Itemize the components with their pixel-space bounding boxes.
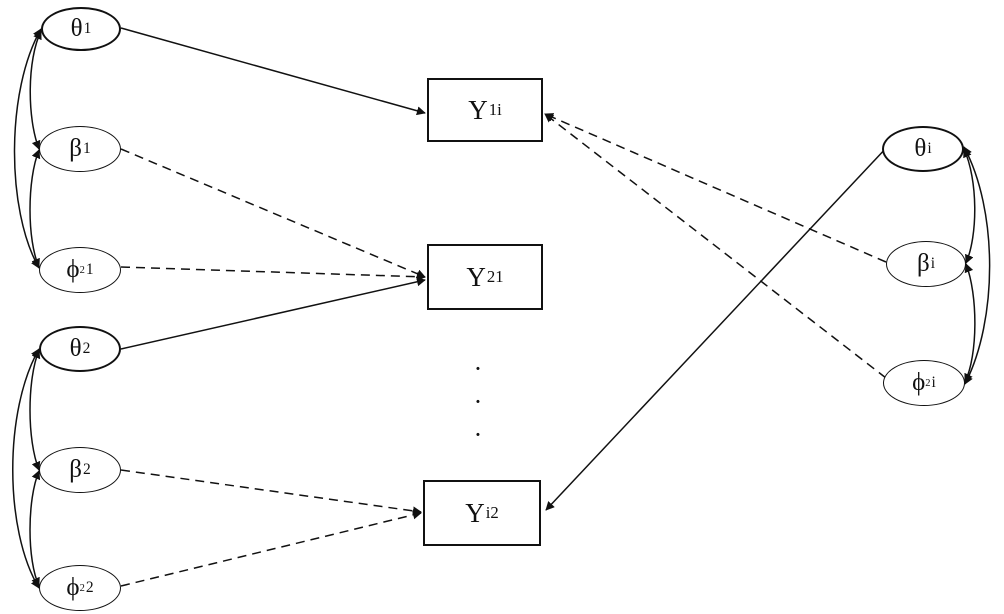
cov-beta2-phi2 bbox=[29, 470, 41, 587]
theta-1-symbol: θ bbox=[70, 15, 83, 42]
beta-i-symbol: β bbox=[916, 250, 930, 277]
cov-theta2-phi2 bbox=[12, 348, 40, 589]
y-i2-symbol: Y bbox=[465, 497, 485, 528]
phi-2-subscript: 2 bbox=[85, 579, 94, 596]
vertical-ellipsis: · · · bbox=[468, 352, 488, 451]
path-phii-to-y1i bbox=[544, 113, 887, 379]
cov-thetai-phii bbox=[963, 146, 991, 385]
phi-1-superscript: 2 bbox=[79, 264, 85, 276]
path-betai-to-y1i bbox=[544, 113, 887, 263]
phi-2-symbol: ϕ bbox=[66, 574, 80, 601]
phi-i-subscript: i bbox=[931, 374, 936, 391]
theta-2-symbol: θ bbox=[69, 335, 82, 362]
beta-i-subscript: i bbox=[930, 255, 936, 272]
phi-i-superscript: 2 bbox=[925, 377, 931, 389]
y-21-subscript: 21 bbox=[486, 267, 504, 286]
path-theta2-to-y21 bbox=[120, 277, 426, 350]
phi-1-subscript: 1 bbox=[85, 261, 94, 278]
path-beta1-to-y21 bbox=[120, 148, 426, 279]
phi-i-symbol: ϕ bbox=[912, 369, 926, 396]
y-i2-subscript: i2 bbox=[485, 503, 499, 522]
phi-2-superscript: 2 bbox=[79, 582, 85, 594]
beta-2-subscript: 2 bbox=[82, 461, 91, 478]
path-thetai-to-yi2 bbox=[545, 145, 889, 511]
cov-theta1-phi1 bbox=[13, 28, 42, 269]
beta-1-subscript: 1 bbox=[82, 140, 91, 157]
theta-1-subscript: 1 bbox=[83, 20, 92, 37]
theta-i-symbol: θ bbox=[914, 135, 927, 162]
beta-1-symbol: β bbox=[69, 135, 82, 162]
y-21-symbol: Y bbox=[466, 261, 486, 292]
path-beta2-to-yi2 bbox=[120, 469, 422, 516]
path-theta1-to-y1i bbox=[120, 27, 426, 116]
y-1i-subscript: 1i bbox=[488, 100, 502, 119]
beta-2-symbol: β bbox=[69, 456, 82, 483]
ellipsis-dot-3: · bbox=[473, 420, 483, 449]
ellipsis-dot-2: · bbox=[473, 387, 483, 416]
y-1i-symbol: Y bbox=[468, 94, 488, 125]
cov-beta1-phi1 bbox=[29, 149, 41, 268]
path-phi2-to-yi2 bbox=[120, 510, 422, 587]
path-phi1-to-y21 bbox=[120, 266, 426, 282]
phi-1-symbol: ϕ bbox=[66, 256, 80, 283]
theta-2-subscript: 2 bbox=[82, 340, 91, 357]
ellipsis-dot-1: · bbox=[473, 354, 483, 383]
cov-theta2-beta2 bbox=[29, 349, 41, 471]
theta-i-subscript: i bbox=[927, 140, 932, 157]
